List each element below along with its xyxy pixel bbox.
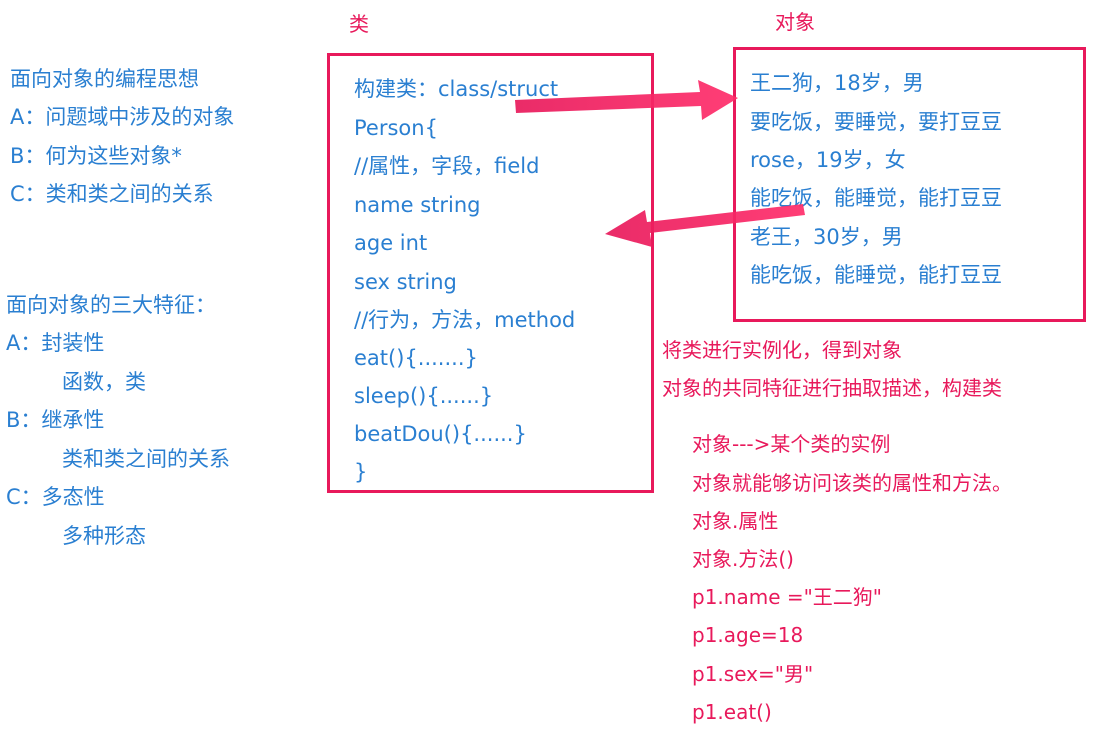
class-line: }: [354, 460, 368, 484]
note-line: p1.eat(): [692, 700, 772, 724]
object-line: 能吃饭，能睡觉，能打豆豆: [750, 263, 1002, 287]
class-box: 构建类：class/struct Person{ //属性，字段，field n…: [327, 53, 654, 493]
list-item: B：何为这些对象*: [10, 144, 182, 168]
note-line: p1.age=18: [692, 623, 804, 647]
instantiate-arrow: [515, 80, 738, 120]
list-item: A：问题域中涉及的对象: [10, 105, 235, 129]
class-line: sex string: [354, 270, 457, 294]
object-line: 要吃饭，要睡觉，要打豆豆: [750, 110, 1002, 134]
object-box: 王二狗，18岁，男 要吃饭，要睡觉，要打豆豆 rose，19岁，女 能吃饭，能睡…: [733, 47, 1086, 322]
list-item: 函数，类: [62, 370, 146, 394]
object-line: 老王，30岁，男: [750, 225, 903, 249]
list-item: B：继承性: [6, 408, 105, 432]
class-heading: 类: [349, 12, 369, 36]
class-line: //属性，字段，field: [354, 154, 540, 178]
abstract-note: 对象的共同特征进行抽取描述，构建类: [662, 376, 1002, 400]
note-line: 对象.属性: [692, 509, 779, 533]
list-item: 面向对象的编程思想: [10, 67, 199, 91]
object-line: rose，19岁，女: [750, 148, 906, 172]
note-line: 对象--->某个类的实例: [692, 432, 891, 456]
list-item: 类和类之间的关系: [62, 447, 230, 471]
class-line: sleep(){......}: [354, 384, 494, 408]
abstract-arrow: [605, 204, 805, 247]
class-line: //行为，方法，method: [354, 308, 576, 332]
note-line: p1.name ="王二狗": [692, 585, 883, 609]
list-item: 多种形态: [62, 524, 146, 548]
class-line: beatDou(){......}: [354, 422, 527, 446]
note-line: 对象.方法(): [692, 547, 794, 571]
note-line: 对象就能够访问该类的属性和方法。: [692, 471, 1012, 495]
list-item: C：类和类之间的关系: [10, 182, 214, 206]
instantiate-note: 将类进行实例化，得到对象: [662, 338, 902, 362]
object-line: 能吃饭，能睡觉，能打豆豆: [750, 186, 1002, 210]
class-line: age int: [354, 231, 428, 255]
object-line: 王二狗，18岁，男: [750, 71, 924, 95]
class-line: Person{: [354, 116, 438, 140]
class-line: name string: [354, 193, 481, 217]
list-item: 面向对象的三大特征：: [6, 293, 216, 317]
class-line: eat(){.......}: [354, 346, 478, 370]
list-item: A：封装性: [6, 331, 105, 355]
class-line: 构建类：class/struct: [354, 77, 559, 101]
object-heading: 对象: [775, 10, 815, 34]
list-item: C：多态性: [6, 485, 105, 509]
note-line: p1.sex="男": [692, 662, 814, 686]
